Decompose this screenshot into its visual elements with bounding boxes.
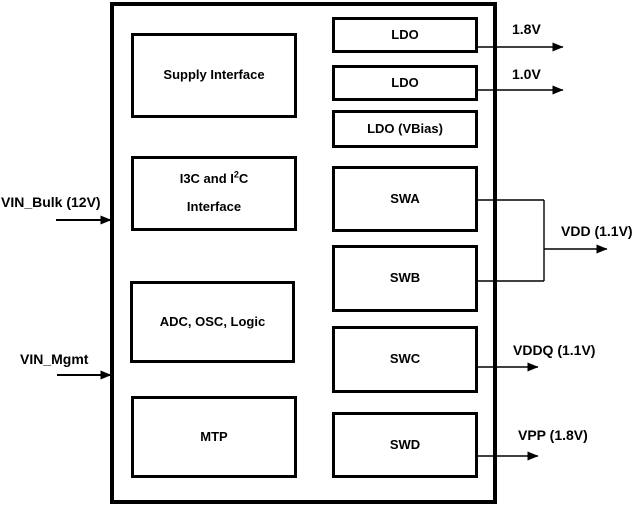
block-swc-label: SWC [389,351,421,367]
block-ldo-2-label: LDO [391,74,419,90]
input-label-vin-bulk: VIN_Bulk (12V) [1,194,101,210]
chip-boundary-box [110,2,497,504]
output-label-vpp: VPP (1.8V) [518,427,588,443]
block-ldo-1-label: LDO [391,26,419,42]
output-label-1v8: 1.8V [512,21,541,37]
output-label-1v0: 1.0V [512,66,541,82]
block-ldo-vbias-label: LDO (VBias) [367,120,443,136]
block-adc-osc-logic: ADC, OSC, Logic [130,281,295,363]
block-i3c-label-line2: Interface [186,199,242,214]
block-swa: SWA [332,166,478,232]
block-i3c-label-line1: I3C and I2C [179,169,249,187]
block-ldo-1: LDO [332,17,478,53]
block-swc: SWC [332,326,478,393]
block-swd: SWD [332,412,478,478]
block-swb: SWB [332,245,478,312]
output-label-vddq: VDDQ (1.1V) [513,342,596,358]
block-mtp-label: MTP [200,428,228,444]
output-label-vdd: VDD (1.1V) [561,223,633,239]
block-adc-osc-logic-label: ADC, OSC, Logic [159,313,266,329]
block-swd-label: SWD [389,436,421,452]
block-swb-label: SWB [389,270,421,286]
block-swa-label: SWA [390,190,420,206]
block-supply-interface-label: Supply Interface [163,67,265,83]
input-label-vin-mgmt: VIN_Mgmt [20,351,89,367]
block-supply-interface: Supply Interface [131,33,297,118]
block-ldo-vbias: LDO (VBias) [332,110,478,148]
block-i3c-i2c-interface: I3C and I2C Interface [131,156,297,231]
block-mtp: MTP [131,396,297,478]
block-ldo-2: LDO [332,65,478,101]
